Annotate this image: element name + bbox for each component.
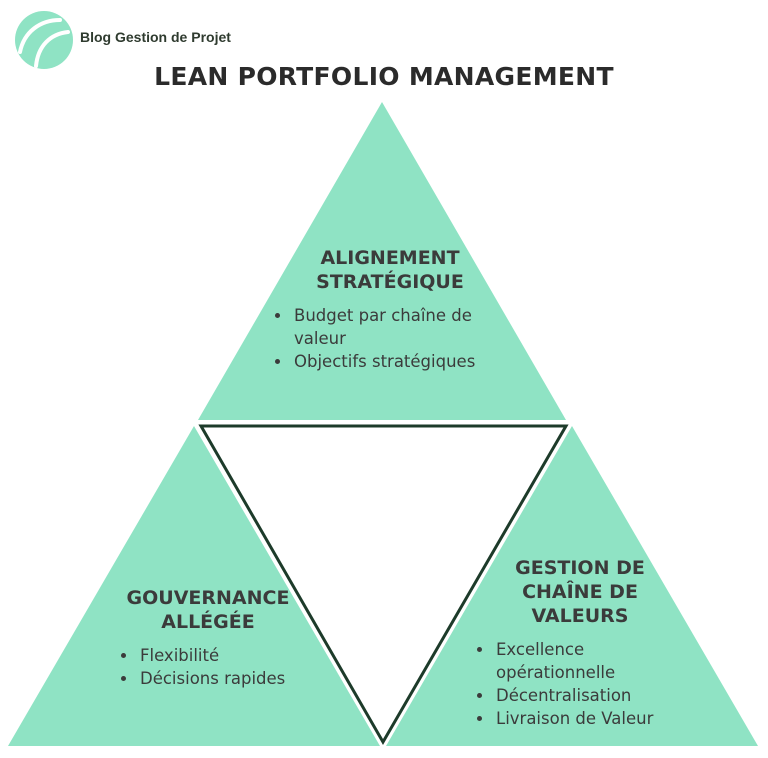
page-title: LEAN PORTFOLIO MANAGEMENT [154, 62, 614, 91]
section-heading: GOUVERNANCE ALLÉGÉE [98, 586, 318, 634]
list-item: Livraison de Valeur [494, 707, 690, 730]
section-gestion-chaine: GESTION DE CHAÎNE DE VALEURS Excellence … [470, 556, 690, 730]
list-item: Budget par chaîne de valeur [292, 304, 520, 350]
section-gouvernance: GOUVERNANCE ALLÉGÉE Flexibilité Décision… [98, 586, 318, 690]
list-item: Excellence opérationnelle [494, 638, 690, 684]
list-item: Décentralisation [494, 684, 690, 707]
list-item: Flexibilité [138, 644, 318, 667]
brand-name: Blog Gestion de Projet [80, 29, 231, 45]
section-alignement: ALIGNEMENT STRATÉGIQUE Budget par chaîne… [270, 246, 520, 373]
heading-line: ALIGNEMENT [320, 247, 460, 269]
heading-line: CHAÎNE DE [522, 581, 638, 603]
heading-line: ALLÉGÉE [161, 611, 255, 633]
list-item: Décisions rapides [138, 667, 318, 690]
section-heading: GESTION DE CHAÎNE DE VALEURS [470, 556, 690, 628]
bullet-list: Excellence opérationnelle Décentralisati… [472, 638, 690, 730]
heading-line: GESTION DE [515, 557, 645, 579]
inner-triangle [198, 424, 569, 745]
leaf-logo-icon [15, 11, 73, 69]
heading-line: STRATÉGIQUE [316, 271, 464, 293]
top-triangle [198, 102, 566, 420]
list-item: Objectifs stratégiques [292, 350, 520, 373]
right-triangle [386, 426, 758, 746]
left-triangle [8, 426, 380, 746]
heading-line: VALEURS [531, 605, 629, 627]
bullet-list: Budget par chaîne de valeur Objectifs st… [270, 304, 520, 373]
heading-line: GOUVERNANCE [126, 587, 290, 609]
section-heading: ALIGNEMENT STRATÉGIQUE [270, 246, 510, 294]
bullet-list: Flexibilité Décisions rapides [116, 644, 318, 690]
